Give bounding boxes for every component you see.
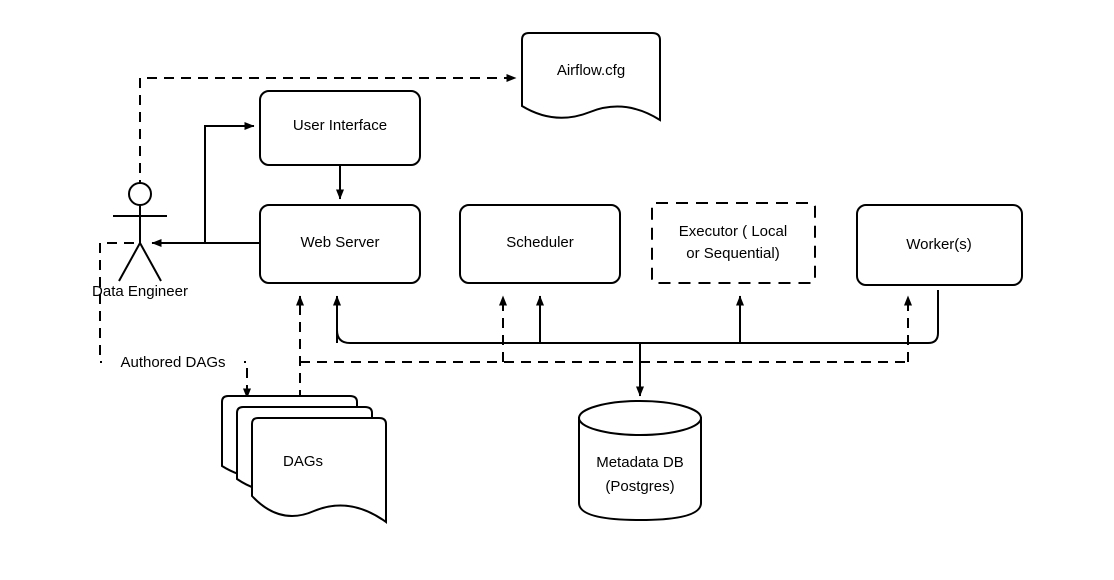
edge-label-authored-dags: Authored DAGs <box>102 352 244 372</box>
airflow-cfg-shape <box>521 32 661 122</box>
dags-label: DAGs <box>283 453 323 470</box>
node-airflow-cfg[interactable]: Airflow.cfg <box>521 32 661 122</box>
executor-label-line1: Executor ( Local <box>679 223 787 240</box>
edge-webserver-to-ui <box>204 122 260 244</box>
edge-engineer-to-config <box>139 74 517 190</box>
node-web-server[interactable]: Web Server <box>259 204 421 284</box>
dags-shape-front <box>251 417 387 524</box>
metadata-db-label-line1: Metadata DB <box>596 454 684 471</box>
executor-label-line2: or Sequential) <box>686 245 779 262</box>
metadata-db-label-line2: (Postgres) <box>605 478 674 495</box>
edge-engineer-authored-dags <box>99 242 251 399</box>
web-server-shape <box>259 204 421 284</box>
data-engineer-label: Data Engineer <box>92 283 188 300</box>
node-data-engineer[interactable]: Data Engineer <box>92 182 188 300</box>
metadata-db-top <box>578 400 702 436</box>
node-executor[interactable]: Executor ( Local or Sequential) <box>651 202 816 284</box>
authored-dags-label: Authored DAGs <box>120 354 225 371</box>
scheduler-label: Scheduler <box>506 234 574 251</box>
actor-head-icon <box>128 182 152 206</box>
executor-shape <box>651 202 816 284</box>
web-server-label: Web Server <box>301 234 380 251</box>
user-interface-shape <box>259 90 421 166</box>
airflow-cfg-label: Airflow.cfg <box>557 62 625 79</box>
authored-dags-label-bg <box>102 352 244 372</box>
worker-label: Worker(s) <box>906 236 972 253</box>
scheduler-shape <box>459 204 621 284</box>
user-interface-label: User Interface <box>293 117 387 134</box>
node-scheduler[interactable]: Scheduler <box>459 204 621 284</box>
bus-solid-metadata <box>336 290 939 344</box>
node-worker[interactable]: Worker(s) <box>856 204 1023 286</box>
worker-shape <box>856 204 1023 286</box>
metadata-db-body <box>578 417 702 522</box>
node-user-interface[interactable]: User Interface <box>259 90 421 166</box>
node-metadata-db[interactable]: Metadata DB (Postgres) <box>578 400 702 522</box>
node-dags[interactable]: DAGs <box>221 395 387 524</box>
actor-body-icon <box>113 205 167 282</box>
